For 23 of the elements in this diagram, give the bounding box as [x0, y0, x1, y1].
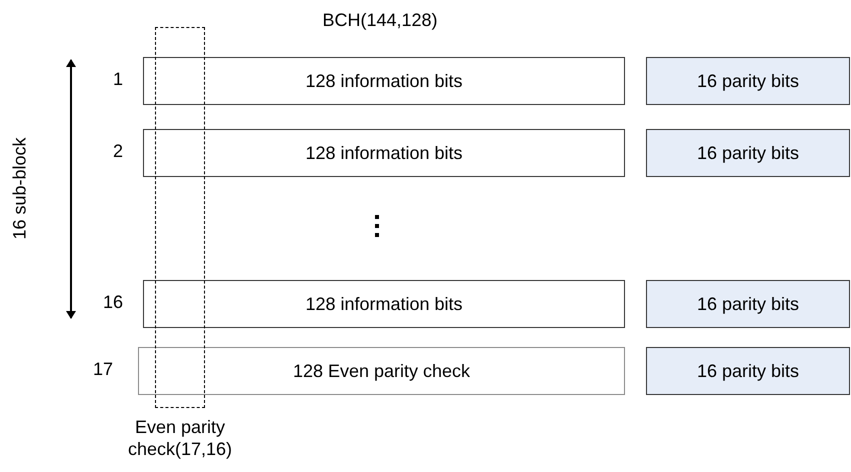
block-label: 16 parity bits: [696, 70, 800, 92]
parity-bits-block: [646, 347, 850, 395]
block-label: 16 parity bits: [696, 142, 800, 164]
block-label: 16 parity bits: [696, 294, 800, 314]
parity-bits-block: [646, 57, 850, 105]
row-number: 16: [102, 292, 123, 313]
information-bits-block: [143, 129, 625, 177]
parity-bits-block: [646, 129, 850, 177]
row-number: 2: [112, 141, 123, 162]
diagram-title: BCH(144,128): [321, 10, 439, 31]
axis-label: 16 sub-block: [10, 136, 30, 242]
block-label: 128 Even parity check: [292, 360, 470, 382]
information-bits-block: [143, 280, 625, 328]
parity-bits-block: [646, 280, 850, 328]
block-label: 128 information bits: [305, 294, 463, 314]
block-label: 128 information bits: [305, 142, 463, 164]
caption-text: Even parity check(17,16): [126, 416, 234, 460]
block-label: 16 parity bits: [696, 360, 800, 382]
information-bits-block: [143, 57, 625, 105]
row-number: 17: [92, 359, 113, 380]
block-label: 128 information bits: [305, 70, 463, 92]
information-bits-block: [138, 347, 625, 395]
row-number: 1: [112, 69, 123, 90]
